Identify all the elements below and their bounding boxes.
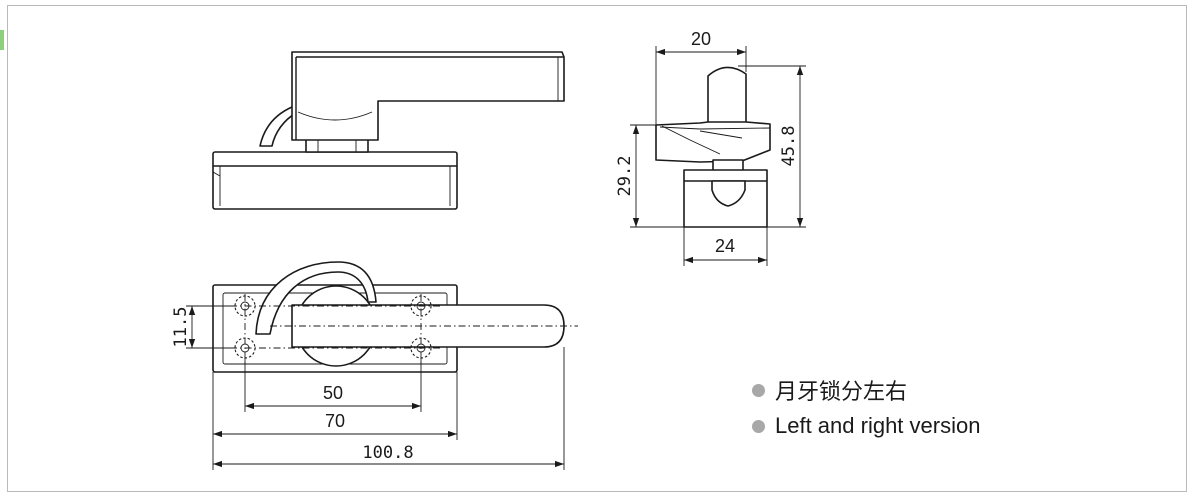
front-view-base xyxy=(212,151,458,210)
dim-label-total-height: 45.8 xyxy=(779,126,799,167)
legend-item: 月牙锁分左右 xyxy=(752,372,980,408)
dimension-lines xyxy=(186,46,806,470)
dim-label-base-length: 70 xyxy=(325,411,345,431)
drawing-frame xyxy=(7,5,1187,492)
bullet-icon xyxy=(752,383,765,397)
side-view-base xyxy=(683,169,768,228)
front-view-hook xyxy=(259,106,297,147)
legend-item: Left and right version xyxy=(752,408,980,444)
corner-mark xyxy=(0,30,4,50)
side-view-lever xyxy=(655,121,771,163)
dimension-labels: 20 45.8 29.2 24 11.5 50 70 100.8 xyxy=(171,29,799,463)
bullet-icon xyxy=(752,419,765,433)
dim-label-hole-spacing-vertical: 11.5 xyxy=(171,307,191,348)
dim-label-lever-height: 29.2 xyxy=(615,156,635,197)
dim-label-base-width: 24 xyxy=(715,236,735,256)
legend-label: 月牙锁分左右 xyxy=(775,379,908,404)
top-view-center-lines xyxy=(230,294,578,365)
dim-label-overall-length: 100.8 xyxy=(362,443,413,463)
front-view-handle xyxy=(291,51,565,141)
legend: 月牙锁分左右 Left and right version xyxy=(752,372,980,444)
side-view xyxy=(655,66,771,228)
dim-label-top-width: 20 xyxy=(691,29,711,49)
legend-label: Left and right version xyxy=(775,413,981,438)
front-view xyxy=(212,51,565,210)
dim-label-hole-spacing: 50 xyxy=(323,383,343,403)
top-view xyxy=(212,261,578,373)
top-view-crescent-hook xyxy=(255,261,377,335)
